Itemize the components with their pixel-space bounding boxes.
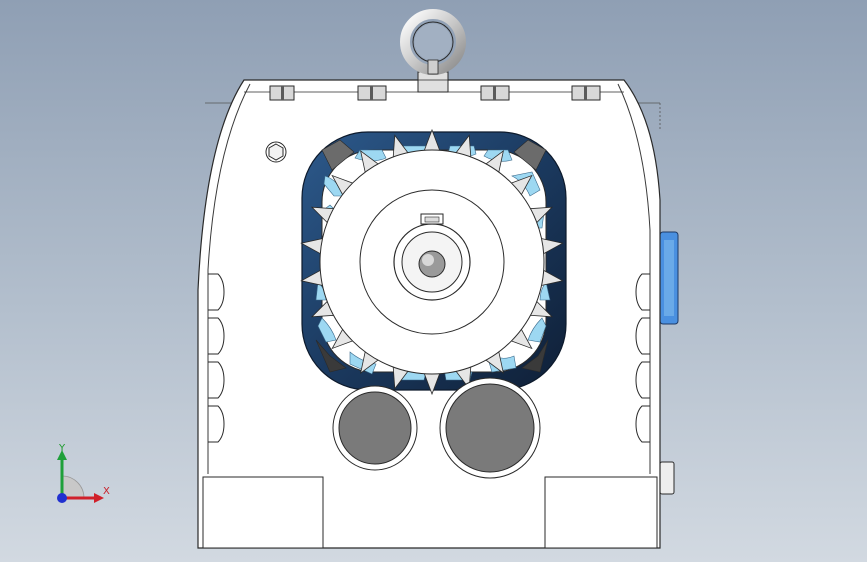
coordinate-triad [57,450,104,503]
housing-inner-wall [207,83,651,474]
housing-feet [202,476,658,549]
bottom-holes [332,377,541,479]
top-flange [244,85,624,101]
side-cover [659,231,679,325]
left-ribs [208,273,225,443]
y-axis-label: Y [59,443,66,454]
right-ribs [635,273,650,443]
hex-plug [265,141,287,163]
sprocket [300,128,564,396]
side-plug [659,461,675,495]
x-axis-label: X [103,486,110,497]
lifting-eye [400,9,466,93]
